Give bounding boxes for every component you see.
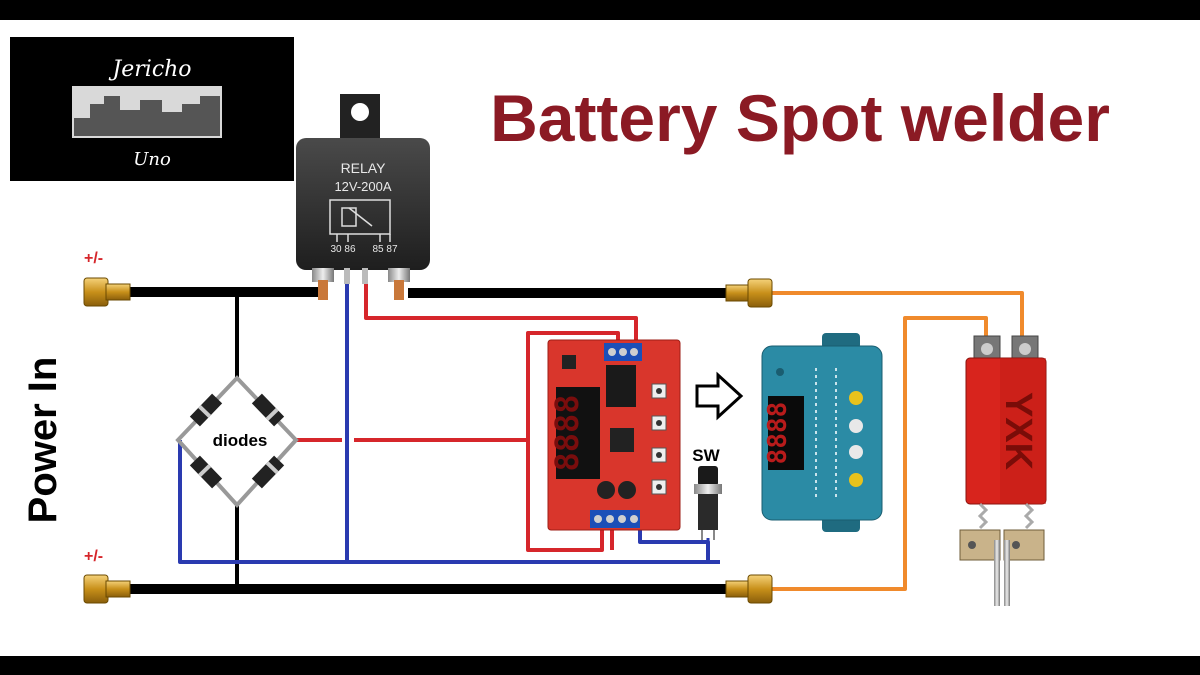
relay-coil-icon <box>329 199 391 242</box>
terminal-bottom-right <box>725 574 773 604</box>
push-switch: SW <box>692 446 722 540</box>
terminal-top-left <box>83 277 131 307</box>
relay-text-1: RELAY <box>341 160 387 176</box>
relay-text-2: 12V-200A <box>334 179 391 194</box>
relay-pins-left: 30 86 <box>330 244 355 255</box>
page-title: Battery Spot welder <box>490 81 1110 155</box>
board-chip <box>610 428 634 452</box>
handpiece-text: YXK <box>997 392 1039 471</box>
orange-wire-bottom <box>770 316 988 591</box>
board-relay <box>606 365 636 407</box>
relay-pins-right: 85 87 <box>372 244 397 255</box>
module-display <box>768 396 804 470</box>
diodes-label: diodes <box>213 431 268 450</box>
power-in-label: Power In <box>21 357 65 524</box>
top-polarity-label: +/- <box>84 250 103 267</box>
logo: Jericho Uno <box>10 37 294 181</box>
blue-wire-left <box>178 440 720 564</box>
relay-mount-hole <box>351 103 369 121</box>
arrow-right-icon <box>695 371 744 421</box>
board-display-digits: 8888 <box>548 394 586 471</box>
diode-3 <box>189 455 223 489</box>
terminal-bottom-left <box>83 574 131 604</box>
board-terminal-bottom <box>590 510 640 528</box>
wires <box>128 283 1024 594</box>
orange-wire-top <box>770 291 1024 336</box>
switch-label: SW <box>692 446 720 465</box>
bottom-polarity-label: +/- <box>84 548 103 565</box>
diode-2 <box>251 393 285 427</box>
logo-top-text: Jericho <box>108 57 191 82</box>
timer-board: 8888 <box>547 339 681 531</box>
wall-silhouette <box>74 96 220 136</box>
handpiece: YXK <box>959 335 1047 606</box>
board-display <box>556 387 600 479</box>
diode-1 <box>189 393 223 427</box>
diode-bridge: diodes <box>175 375 299 508</box>
relay: RELAY 12V-200A 30 86 85 87 <box>296 94 430 300</box>
module-display-digits: 8888 <box>763 402 793 465</box>
terminal-top-right <box>725 278 773 308</box>
logo-bottom-text: Uno <box>133 149 171 170</box>
diode-4 <box>251 455 285 489</box>
display-module: 8888 <box>761 333 883 532</box>
red-wire-relay <box>364 283 638 342</box>
red-wire-board-loop <box>526 331 620 552</box>
